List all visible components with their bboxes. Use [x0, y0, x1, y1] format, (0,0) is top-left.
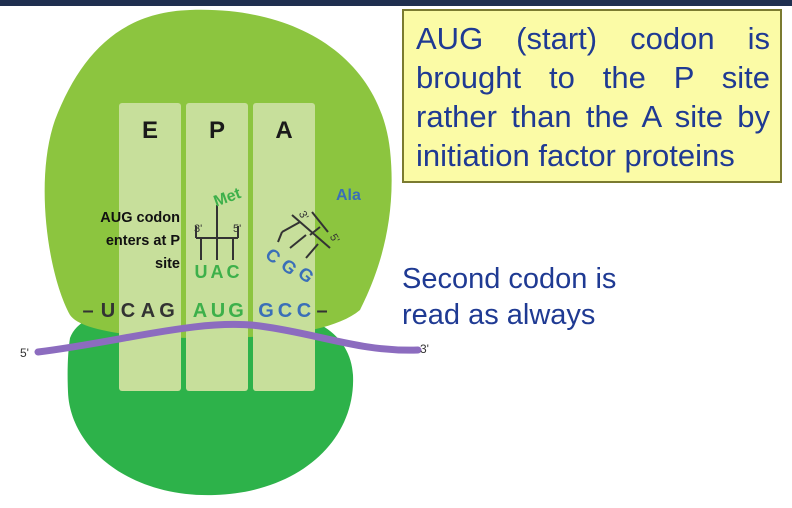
site-label-a: A — [275, 117, 292, 144]
mrna-e-base-1: U — [101, 300, 115, 322]
trna-met-icon — [195, 205, 239, 260]
mrna-e-base-2: C — [121, 300, 135, 322]
site-label-p: P — [209, 117, 225, 144]
e-site-column — [119, 103, 181, 391]
callout-box: AUG (start) codon is brought to the P si… — [402, 9, 782, 183]
mrna-a-base-2: C — [278, 300, 292, 322]
callout-text: AUG (start) codon is brought to the P si… — [416, 21, 770, 173]
top-bar — [0, 0, 792, 6]
mrna-p-base-2: U — [211, 300, 225, 322]
anticodon-p-2: A — [211, 262, 224, 282]
annotation-line-3: site — [155, 256, 180, 272]
annotation-line-1: AUG codon — [100, 210, 180, 226]
trna-ala-icon — [277, 211, 331, 259]
anticodon-p-3: C — [227, 262, 240, 282]
site-label-e: E — [142, 117, 158, 144]
trna-met-5prime: 5' — [233, 223, 241, 235]
mrna-strand-icon — [34, 320, 422, 356]
anticodon-p-1: U — [195, 262, 208, 282]
mrna-e-base-3: A — [141, 300, 155, 322]
mrna-p-base-1: A — [193, 300, 207, 322]
mrna-p-base-3: G — [228, 300, 244, 322]
mrna-e-base-4: G — [159, 300, 175, 322]
second-codon-note: Second codon is read as always — [402, 263, 617, 331]
mrna-dash-left: – — [82, 300, 93, 322]
trna-met-3prime: 3' — [194, 223, 202, 235]
mrna-a-base-3: C — [297, 300, 311, 322]
mrna-a-base-1: G — [258, 300, 274, 322]
mrna-3prime-label: 3' — [420, 342, 429, 356]
mrna-dash-right: – — [316, 300, 327, 322]
mrna-5prime-label: 5' — [20, 346, 29, 360]
a-site-column — [253, 103, 315, 391]
amino-acid-ala: Ala — [336, 187, 361, 204]
annotation-line-2: enters at P — [106, 233, 180, 249]
